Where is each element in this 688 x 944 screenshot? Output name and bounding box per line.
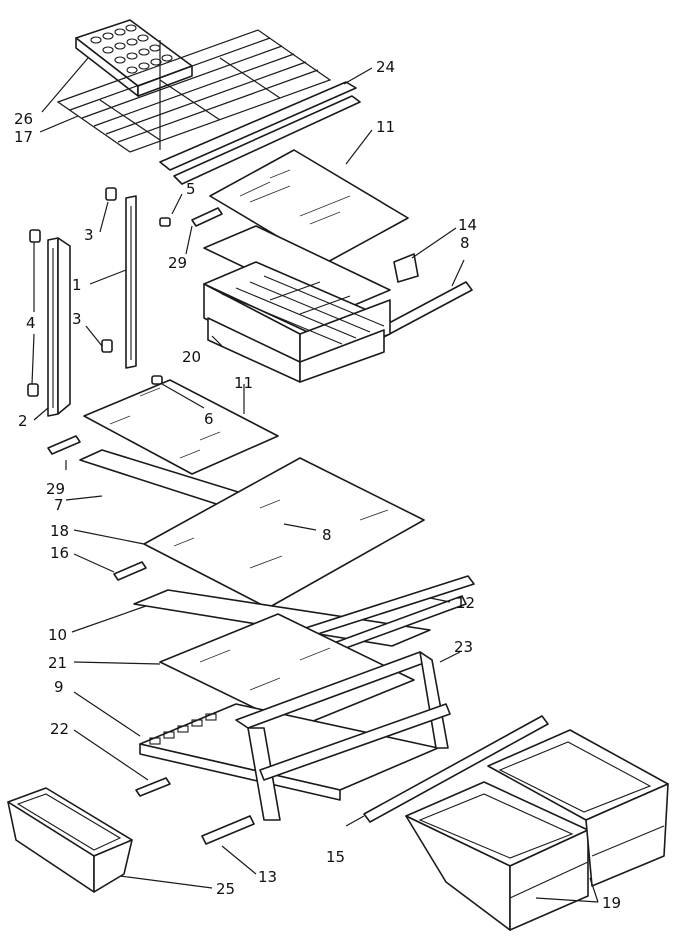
callout-3-lower: 3 (72, 310, 82, 328)
lower-shelf-frame (113, 561, 475, 671)
crisper-cover-glass (159, 613, 415, 729)
callout-12: 12 (456, 594, 475, 612)
callout-21: 21 (48, 654, 67, 672)
callout-6: 6 (204, 410, 214, 428)
callout-11-upper: 11 (376, 118, 395, 136)
callout-29-upper: 29 (168, 254, 187, 272)
callout-11-middle: 11 (234, 374, 253, 392)
callout-9: 9 (54, 678, 64, 696)
crisper-frame (235, 651, 451, 821)
callout-26: 26 (14, 110, 33, 128)
callout-19: 19 (602, 894, 621, 912)
callout-17: 17 (14, 128, 33, 146)
freezer-shelf-rail (159, 81, 361, 185)
dairy-bin (7, 787, 133, 893)
lower-glass-shelf (143, 457, 425, 609)
callout-8-lower: 8 (322, 526, 332, 544)
right-pilaster (125, 195, 137, 369)
callout-25: 25 (216, 880, 235, 898)
callout-14: 14 (458, 216, 477, 234)
callout-20: 20 (182, 348, 201, 366)
upper-shelf-side-rails (191, 207, 473, 339)
crisper-side-rails (135, 715, 549, 845)
callout-8-upper: 8 (460, 234, 470, 252)
callout-3-upper: 3 (84, 226, 94, 244)
callout-15: 15 (326, 848, 345, 866)
callout-22: 22 (50, 720, 69, 738)
callout-29-lower: 29 (46, 480, 65, 498)
upper-pan-drawer (203, 225, 391, 383)
callout-1: 1 (72, 276, 82, 294)
callout-5: 5 (186, 180, 196, 198)
callout-16: 16 (50, 544, 69, 562)
callout-24: 24 (376, 58, 395, 76)
callout-10: 10 (48, 626, 67, 644)
callout-2: 2 (18, 412, 28, 430)
pilaster-clips (27, 187, 171, 397)
callout-7: 7 (54, 496, 64, 514)
left-pilaster (47, 237, 71, 417)
middle-glass-shelf (83, 379, 279, 475)
callout-18: 18 (50, 522, 69, 540)
callout-13: 13 (258, 868, 277, 886)
callout-labels: 26 17 24 11 5 3 29 14 8 1 4 3 20 11 6 2 … (14, 58, 621, 912)
callout-4: 4 (26, 314, 36, 332)
leader-lines (31, 57, 599, 903)
freezer-wire-shelf (56, 29, 332, 153)
crisper-drawers (405, 729, 669, 931)
crisper-cover-frame (139, 703, 439, 801)
callout-23: 23 (454, 638, 473, 656)
